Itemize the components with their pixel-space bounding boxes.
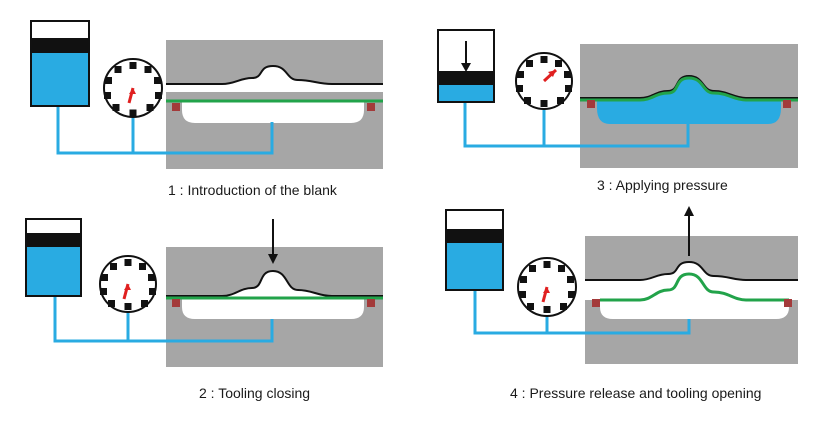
seal-right: [783, 100, 791, 108]
fluid-reservoir-icon: [25, 218, 82, 297]
pressure-gauge-icon: [517, 257, 577, 317]
lower-die-cavity: [182, 101, 364, 123]
formed-part: [600, 272, 789, 302]
pressurized-fluid: [597, 76, 781, 124]
seal-left: [592, 299, 600, 307]
upper-die-contour: [166, 64, 383, 85]
gauge-ticks: [519, 261, 575, 313]
gauge-ticks: [104, 62, 162, 111]
upper-die-contour: [166, 269, 383, 297]
step-3-applying-pressure: [437, 29, 798, 168]
upper-die-cavity: [166, 271, 383, 298]
gauge-ticks: [100, 259, 156, 310]
upper-die-contour: [585, 260, 798, 281]
gauge-ticks: [516, 56, 572, 107]
seal-left: [172, 299, 180, 307]
pressure-gauge-icon: [99, 255, 157, 313]
lower-die-cavity: [182, 298, 364, 319]
fluid-reservoir-icon: [30, 20, 90, 107]
caption-step-4: 4 : Pressure release and tooling opening: [510, 385, 762, 401]
step-4-pressure-release-and-opening: [445, 206, 798, 364]
seal-left: [172, 103, 180, 111]
upper-die-cavity: [166, 66, 383, 92]
caption-step-1: 1 : Introduction of the blank: [168, 182, 337, 198]
upper-die-contour: [580, 74, 798, 99]
seal-right: [784, 299, 792, 307]
caption-step-3: 3 : Applying pressure: [597, 177, 728, 193]
fluid-line: [53, 296, 274, 343]
lower-die-cavity: [585, 287, 798, 319]
formed-blank: [580, 76, 798, 102]
seal-right: [367, 299, 375, 307]
fluid-reservoir-icon: [445, 209, 504, 291]
fluid-line: [473, 291, 691, 335]
motion-arrow-icon: [268, 219, 278, 264]
fluid-line: [463, 102, 690, 148]
fluid-line: [56, 106, 274, 155]
pressure-gauge-icon: [515, 52, 573, 110]
motion-arrow-icon: [684, 206, 694, 256]
caption-step-2: 2 : Tooling closing: [199, 385, 311, 401]
seal-left: [587, 100, 595, 108]
seal-right: [367, 103, 375, 111]
motion-arrow-icon: [461, 41, 471, 72]
step-2-tooling-closing: [25, 218, 383, 367]
